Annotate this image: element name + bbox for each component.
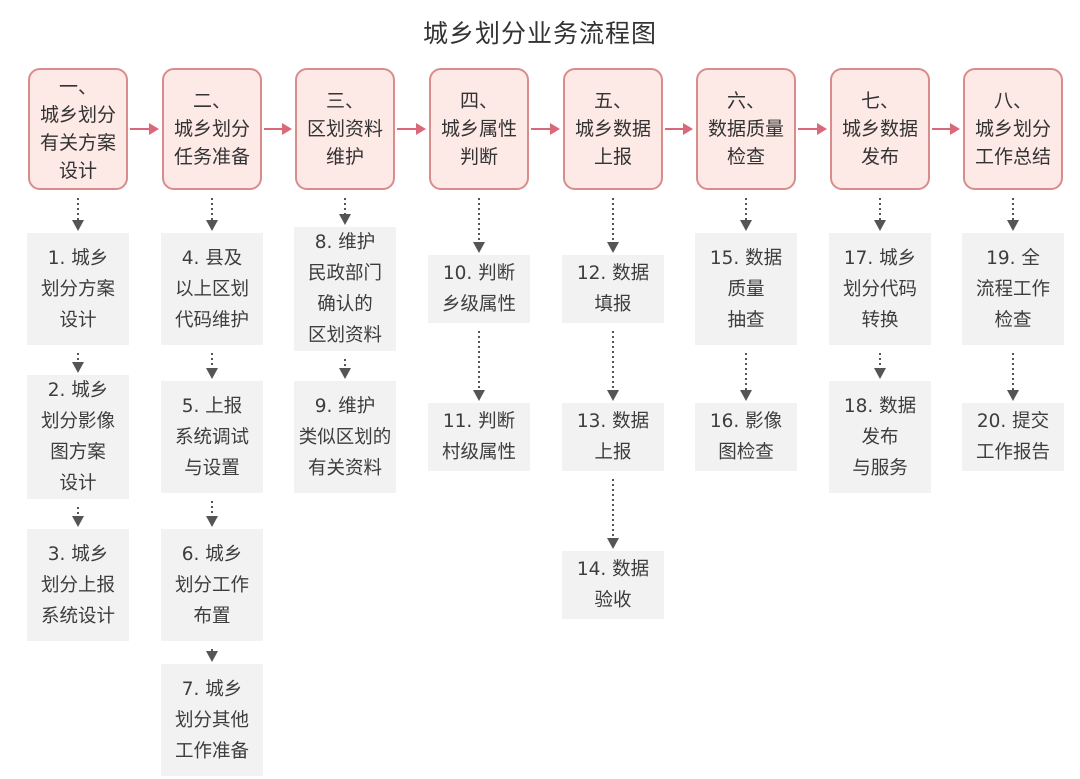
phase-box-3: 三、区划资料 维护 [295, 68, 395, 190]
flow-arrow-head [206, 651, 218, 662]
phase-box-5: 五、城乡数据 上报 [563, 68, 663, 190]
phase-number: 五、 [593, 90, 632, 112]
task-box: 5. 上报 系统调试 与设置 [161, 381, 263, 493]
phase-number: 二、 [192, 90, 231, 112]
phase-arrow-head [950, 123, 960, 135]
phase-arrow-head [149, 123, 159, 135]
phase-label: 城乡划分 有关方案 设计 [39, 104, 116, 182]
task-box: 8. 维护 民政部门 确认的 区划资料 [294, 227, 396, 351]
task-box: 14. 数据 验收 [562, 551, 664, 619]
task-box: 7. 城乡 划分其他 工作准备 [161, 664, 263, 776]
task-box: 17. 城乡 划分代码 转换 [829, 233, 931, 345]
phase-arrow-head [550, 123, 560, 135]
task-box: 11. 判断 村级属性 [428, 403, 530, 471]
flow-arrow-head [1007, 220, 1019, 231]
phase-number: 七、 [860, 90, 899, 112]
phase-box-4: 四、城乡属性 判断 [429, 68, 529, 190]
task-box: 1. 城乡 划分方案 设计 [27, 233, 129, 345]
phase-arrow-head [282, 123, 292, 135]
phase-box-8: 八、城乡划分 工作总结 [963, 68, 1063, 190]
task-box: 4. 县及 以上区划 代码维护 [161, 233, 263, 345]
flow-arrow-head [607, 390, 619, 401]
phase-label: 城乡属性 判断 [440, 118, 517, 168]
task-box: 3. 城乡 划分上报 系统设计 [27, 529, 129, 641]
phase-box-1: 一、城乡划分 有关方案 设计 [28, 68, 128, 190]
phase-number: 八、 [993, 90, 1032, 112]
phase-number: 六、 [726, 90, 765, 112]
flow-arrow-head [874, 220, 886, 231]
flow-arrow-head [206, 368, 218, 379]
task-box: 10. 判断 乡级属性 [428, 255, 530, 323]
flow-arrow-head [740, 390, 752, 401]
phase-arrow-head [817, 123, 827, 135]
phase-box-2: 二、城乡划分 任务准备 [162, 68, 262, 190]
flow-arrow-head [473, 242, 485, 253]
diagram-title: 城乡划分业务流程图 [422, 19, 657, 48]
task-box: 6. 城乡 划分工作 布置 [161, 529, 263, 641]
phase-label: 城乡数据 发布 [841, 118, 918, 168]
phase-arrow-head [683, 123, 693, 135]
phase-box-6: 六、数据质量 检查 [696, 68, 796, 190]
flow-arrow-head [607, 538, 619, 549]
phase-arrow-head [416, 123, 426, 135]
flow-arrow-head [339, 368, 351, 379]
task-box: 15. 数据 质量 抽查 [695, 233, 797, 345]
task-box: 9. 维护 类似区划的 有关资料 [294, 381, 396, 493]
flow-arrow-head [339, 214, 351, 225]
phase-label: 区划资料 维护 [306, 118, 383, 168]
phase-label: 城乡划分 任务准备 [173, 118, 250, 168]
task-box: 2. 城乡 划分影像 图方案 设计 [27, 375, 129, 499]
phase-label: 数据质量 检查 [707, 118, 784, 168]
task-box: 19. 全 流程工作 检查 [962, 233, 1064, 345]
task-box: 13. 数据 上报 [562, 403, 664, 471]
task-box: 12. 数据 填报 [562, 255, 664, 323]
flow-arrow-head [72, 362, 84, 373]
phase-number: 三、 [325, 90, 364, 112]
task-box: 16. 影像 图检查 [695, 403, 797, 471]
flow-arrow-head [72, 516, 84, 527]
phase-label: 城乡划分 工作总结 [974, 118, 1051, 168]
flow-arrow-head [72, 220, 84, 231]
phase-number: 四、 [459, 90, 498, 112]
flow-arrow-head [874, 368, 886, 379]
flow-arrow-head [1007, 390, 1019, 401]
flow-arrow-head [206, 220, 218, 231]
phase-number: 一、 [58, 76, 97, 98]
task-box: 18. 数据 发布 与服务 [829, 381, 931, 493]
phase-label: 城乡数据 上报 [574, 118, 651, 168]
flow-arrow-head [607, 242, 619, 253]
task-box: 20. 提交 工作报告 [962, 403, 1064, 471]
flow-arrow-head [473, 390, 485, 401]
flow-arrow-head [740, 220, 752, 231]
flow-arrow-head [206, 516, 218, 527]
phase-box-7: 七、城乡数据 发布 [830, 68, 930, 190]
